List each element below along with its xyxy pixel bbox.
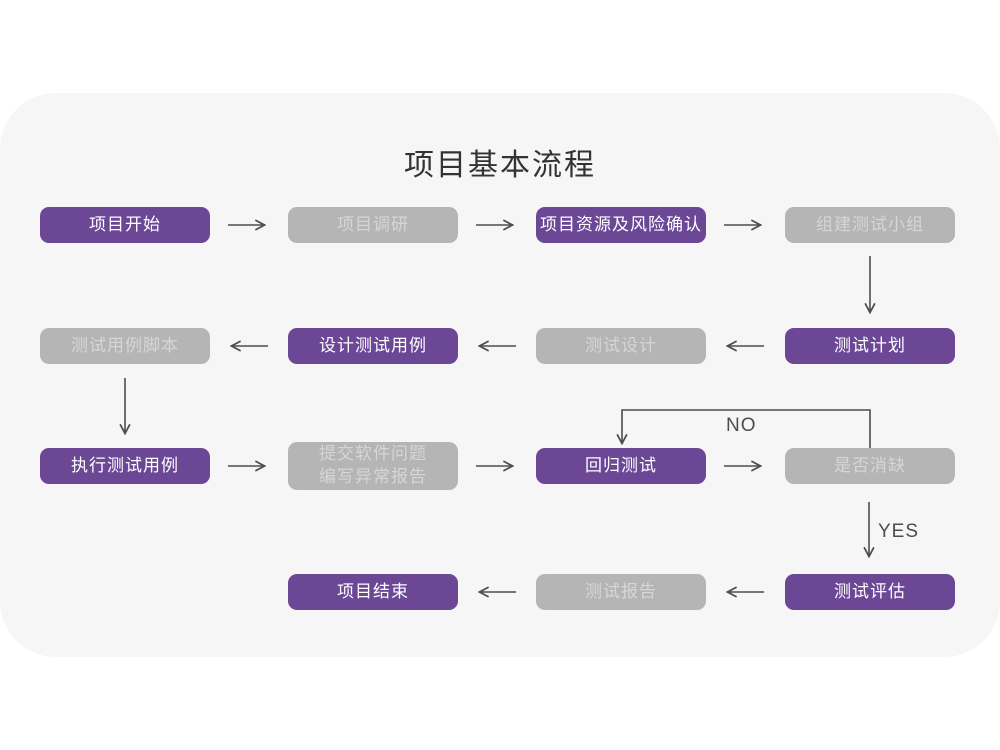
node-design-test-cases: 设计测试用例 <box>288 328 458 364</box>
node-resource-risk-confirm: 项目资源及风险确认 <box>536 207 706 243</box>
node-project-research: 项目调研 <box>288 207 458 243</box>
node-test-plan: 测试计划 <box>785 328 955 364</box>
node-test-report: 测试报告 <box>536 574 706 610</box>
node-project-end: 项目结束 <box>288 574 458 610</box>
node-test-design: 测试设计 <box>536 328 706 364</box>
node-test-case-scripts: 测试用例脚本 <box>40 328 210 364</box>
flowchart-panel <box>0 93 1000 657</box>
node-build-test-team: 组建测试小组 <box>785 207 955 243</box>
yes-branch-label: YES <box>878 521 920 542</box>
no-branch-label: NO <box>726 415 757 436</box>
arrow-no-loop <box>622 409 871 448</box>
page-title: 项目基本流程 <box>404 149 596 182</box>
node-submit-issue-report: 提交软件问题 编写异常报告 <box>288 442 458 490</box>
node-regression-test: 回归测试 <box>536 448 706 484</box>
node-execute-test-cases: 执行测试用例 <box>40 448 210 484</box>
node-test-evaluation: 测试评估 <box>785 574 955 610</box>
node-project-start: 项目开始 <box>40 207 210 243</box>
node-defect-cleared: 是否消缺 <box>785 448 955 484</box>
